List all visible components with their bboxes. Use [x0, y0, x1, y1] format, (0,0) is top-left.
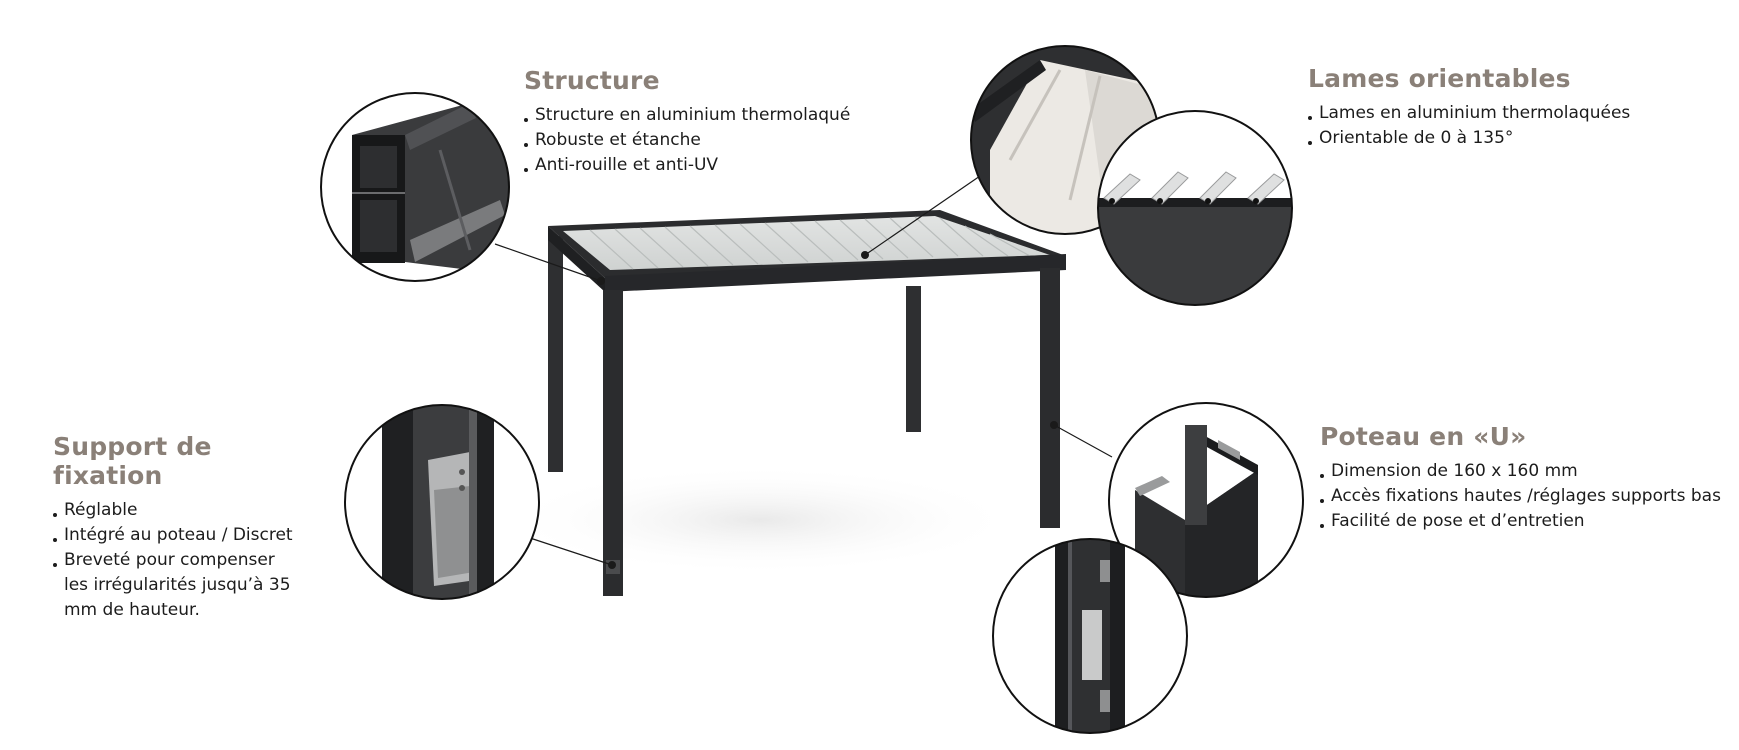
list-item: Réglable [53, 498, 303, 523]
section-lames-orientables: Lames orientables Lames en aluminium the… [1308, 64, 1630, 151]
list-item: Robuste et étanche [524, 128, 850, 153]
callout-dots [597, 251, 1058, 569]
section-structure: Structure Structure en aluminium thermol… [524, 66, 850, 178]
list-item: Intégré au poteau / Discret [53, 523, 303, 548]
bullet-list: Structure en aluminium thermolaqué Robus… [524, 103, 850, 178]
bullet-list: Réglable Intégré au poteau / Discret Bre… [53, 498, 303, 623]
section-title: Structure [524, 66, 660, 95]
list-item: Structure en aluminium thermolaqué [524, 103, 850, 128]
section-title: Lames orientables [1308, 64, 1571, 93]
bullet-list: Lames en aluminium thermolaquées Orienta… [1308, 101, 1630, 151]
pergola-beam-left [548, 226, 605, 292]
list-item: Orientable de 0 à 135° [1308, 126, 1630, 151]
list-item: Accès fixations hautes /réglages support… [1320, 484, 1721, 509]
list-item: Facilité de pose et d’entretien [1320, 509, 1721, 534]
pergola-leg-back-right [906, 286, 921, 432]
list-item: Anti-rouille et anti-UV [524, 153, 850, 178]
pergola-model [500, 210, 1066, 596]
pergola-beam-front [605, 254, 1066, 292]
list-item: Dimension de 160 x 160 mm [1320, 459, 1721, 484]
list-item: Lames en aluminium thermolaquées [1308, 101, 1630, 126]
detail-lames-profile [1097, 110, 1293, 306]
section-title: Support de fixation [53, 432, 212, 490]
pergola-leg-front-right [1040, 268, 1060, 528]
pergola-leg-front-left [603, 290, 623, 596]
bullet-list: Dimension de 160 x 160 mm Accès fixation… [1320, 459, 1721, 534]
section-poteau-u: Poteau en «U» Dimension de 160 x 160 mm … [1320, 422, 1721, 534]
detail-support-fixation [344, 404, 540, 600]
pergola-leg-back-left [548, 236, 563, 472]
section-support-fixation: Support de fixation Réglable Intégré au … [53, 432, 303, 623]
section-title: Poteau en «U» [1320, 422, 1527, 451]
pergola-slat-lines [589, 216, 1031, 270]
callout-lines [494, 175, 1113, 566]
detail-poteau-interior [992, 538, 1188, 734]
detail-structure-profile [320, 92, 510, 282]
list-item: Breveté pour compenser les irrégularités… [53, 548, 303, 623]
floor-shadow [500, 465, 1020, 575]
